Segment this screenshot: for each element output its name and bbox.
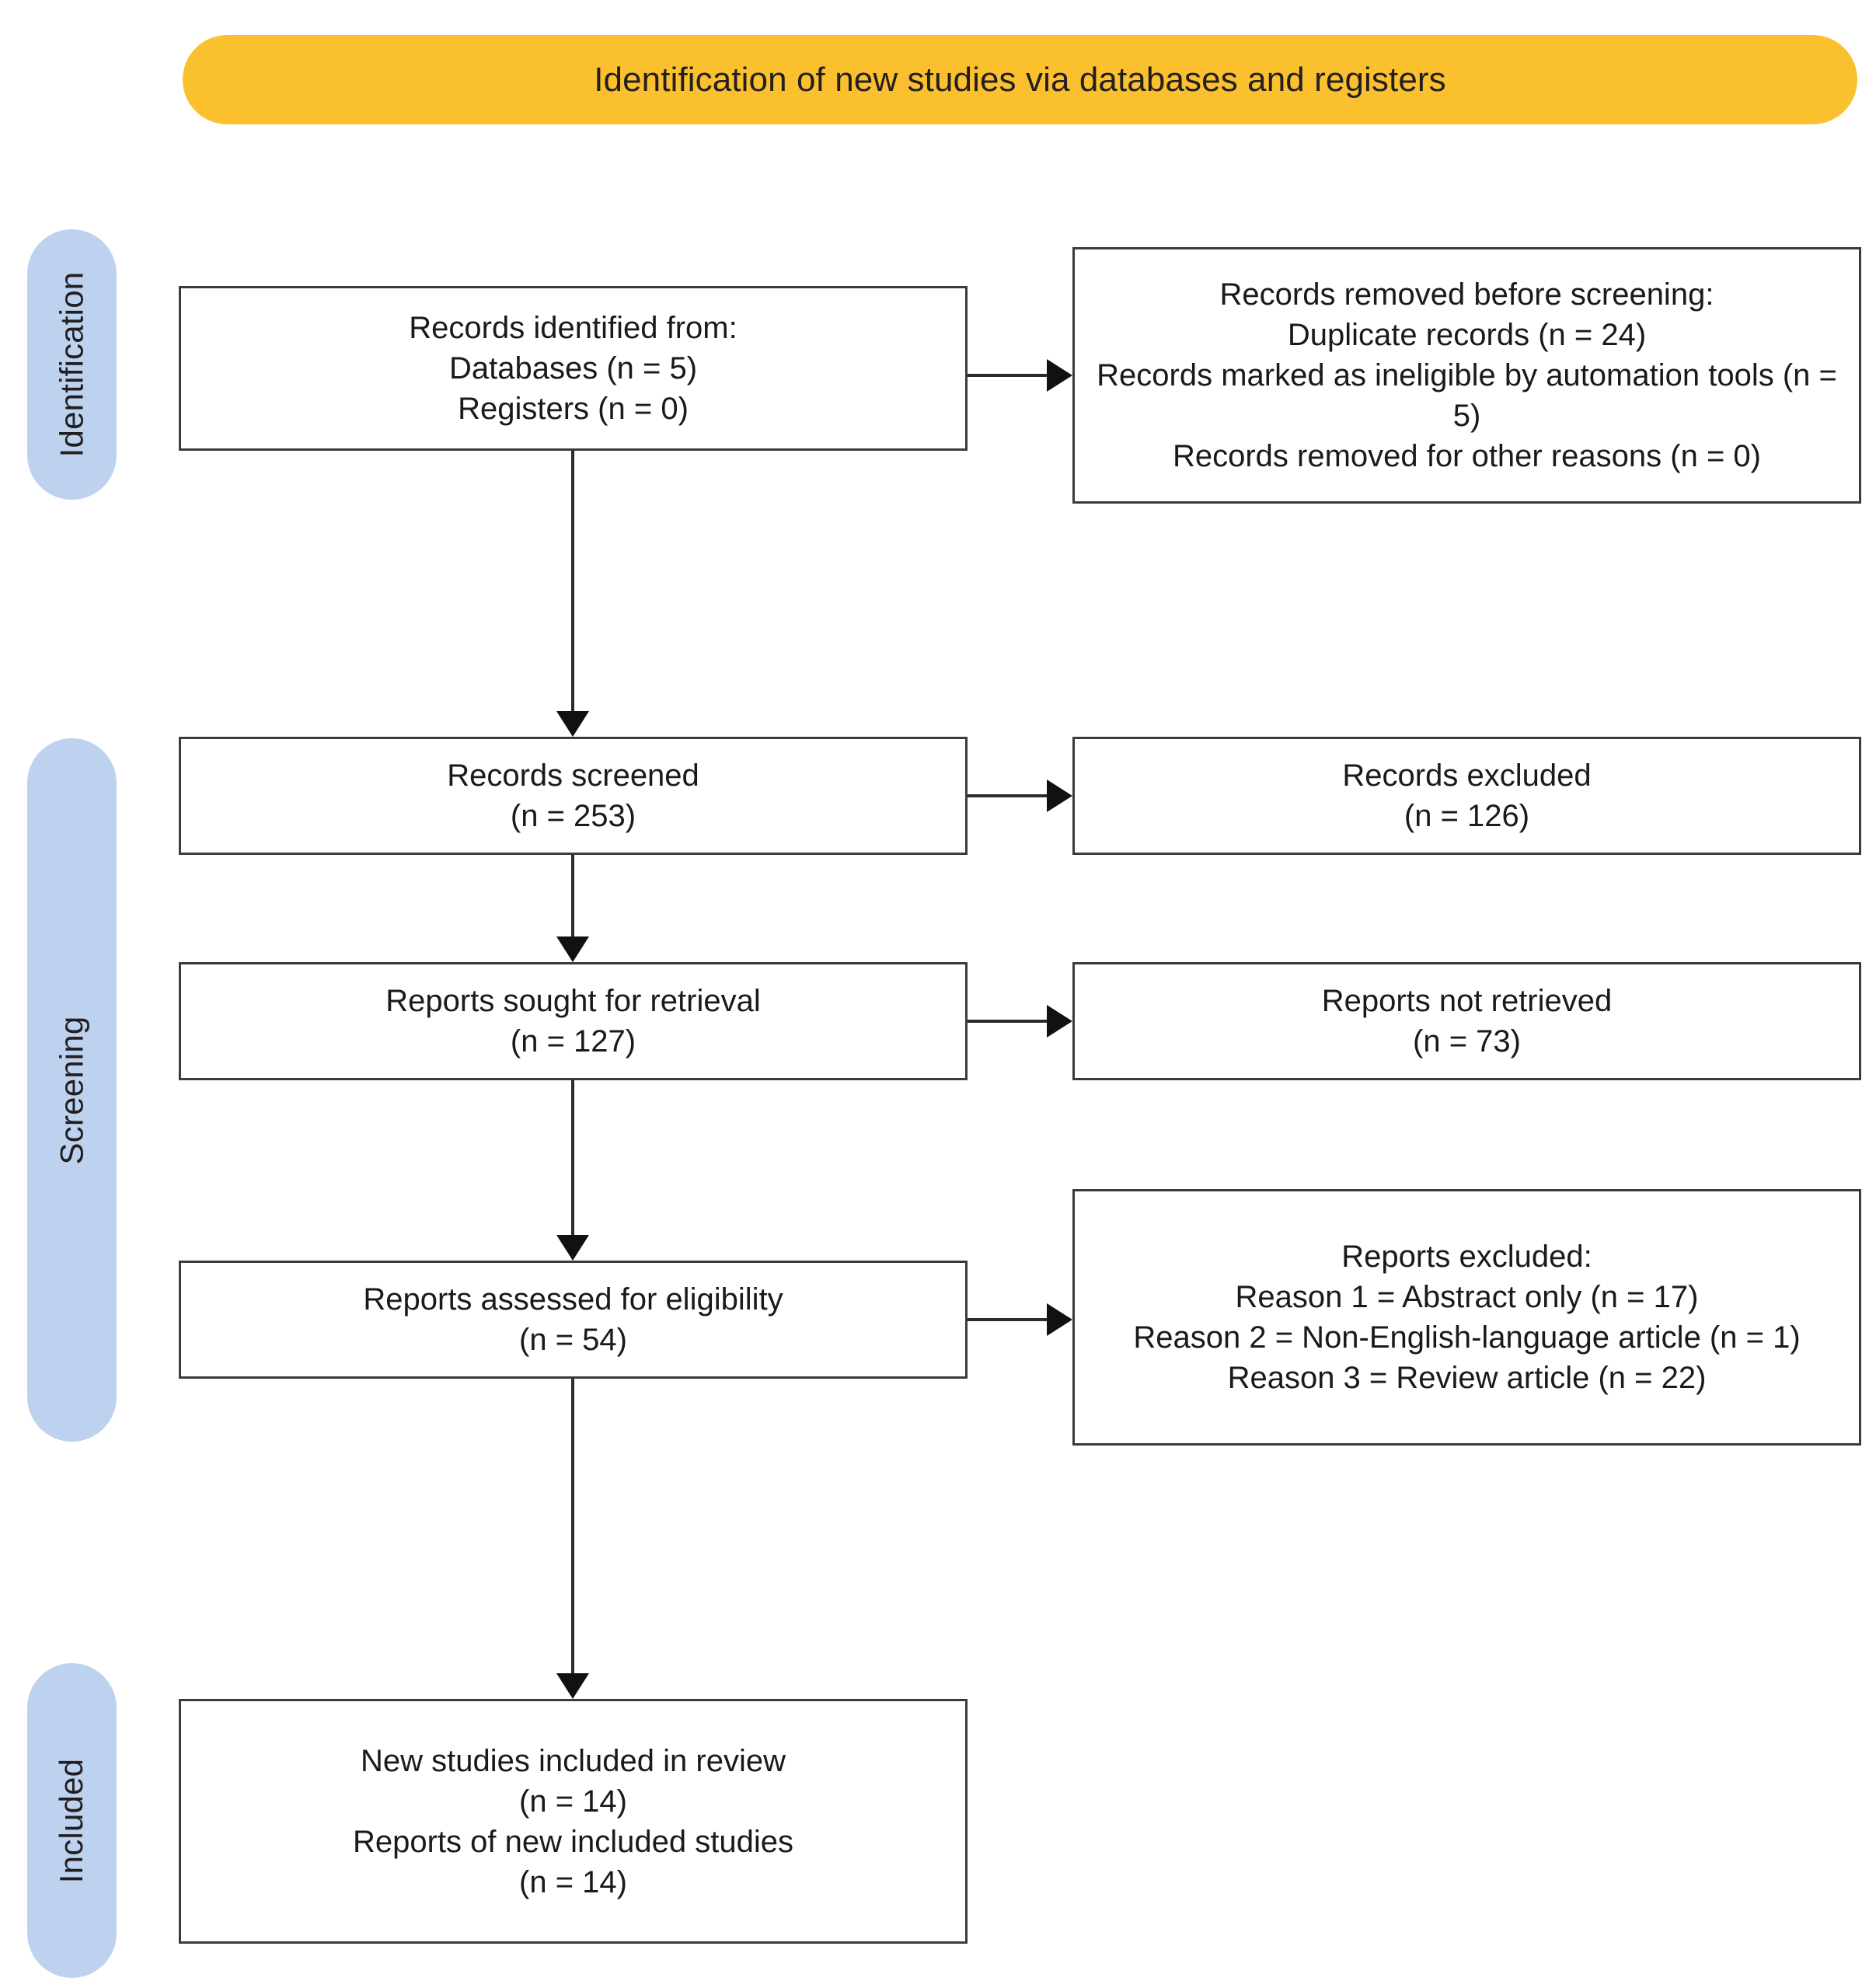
box-line: Databases (n = 5)	[448, 351, 698, 385]
box-line: (n = 73)	[1413, 1024, 1521, 1059]
box-line: Reason 1 = Abstract only (n = 17)	[1235, 1280, 1699, 1314]
stage-label-screening: Screening	[53, 1016, 90, 1164]
box-reports-not-retrieved: Reports not retrieved (n = 73)	[1072, 962, 1861, 1080]
stage-label-identification: Identification	[53, 271, 90, 458]
box-line: Registers (n = 0)	[458, 392, 689, 426]
arrowhead-sought-to-not-retrieved	[1047, 1005, 1072, 1038]
arrowhead-assessed-to-included	[556, 1673, 589, 1699]
connector-screened-to-excluded	[968, 794, 1047, 797]
connector-assessed-to-included	[571, 1379, 574, 1676]
connector-screened-to-sought	[571, 855, 574, 939]
connector-assessed-to-reports-excluded	[968, 1318, 1047, 1321]
box-line: Reports assessed for eligibility	[363, 1282, 783, 1317]
box-reports-excluded: Reports excluded: Reason 1 = Abstract on…	[1072, 1189, 1861, 1446]
arrowhead-identified-to-removed	[1047, 359, 1072, 392]
arrowhead-assessed-to-reports-excluded	[1047, 1303, 1072, 1336]
box-line: Reports not retrieved	[1321, 984, 1613, 1018]
arrowhead-identified-to-screened	[556, 711, 589, 737]
header-banner: Identification of new studies via databa…	[183, 35, 1857, 124]
box-line: Reason 2 = Non-English-language article …	[1133, 1320, 1801, 1355]
box-line: Duplicate records (n = 24)	[1287, 318, 1647, 352]
box-line: Reports of new included studies	[353, 1824, 793, 1859]
stage-bar-included: Included	[27, 1663, 117, 1978]
connector-identified-to-removed	[968, 374, 1047, 377]
connector-sought-to-assessed	[571, 1080, 574, 1237]
stage-bar-screening: Screening	[27, 738, 117, 1442]
box-records-removed-before-screening: Records removed before screening: Duplic…	[1072, 247, 1861, 504]
box-reports-assessed-for-eligibility: Reports assessed for eligibility (n = 54…	[179, 1261, 968, 1379]
box-records-excluded: Records excluded (n = 126)	[1072, 737, 1861, 855]
box-line: Reports sought for retrieval	[385, 984, 761, 1018]
connector-sought-to-not-retrieved	[968, 1020, 1047, 1023]
box-line: Reports excluded:	[1341, 1240, 1592, 1274]
box-new-studies-included: New studies included in review (n = 14) …	[179, 1699, 968, 1944]
box-line: New studies included in review	[361, 1743, 786, 1778]
box-line: (n = 54)	[519, 1323, 627, 1357]
box-line: Records marked as ineligible by automati…	[1097, 358, 1837, 433]
box-line: (n = 253)	[510, 799, 636, 833]
connector-identified-to-screened	[571, 451, 574, 713]
arrowhead-sought-to-assessed	[556, 1235, 589, 1261]
box-line: Records excluded	[1342, 759, 1592, 793]
box-records-screened: Records screened (n = 253)	[179, 737, 968, 855]
arrowhead-screened-to-excluded	[1047, 780, 1072, 812]
box-line: (n = 127)	[510, 1024, 636, 1059]
box-line: Records screened	[447, 759, 699, 793]
stage-bar-identification: Identification	[27, 229, 117, 500]
arrowhead-screened-to-sought	[556, 936, 589, 962]
box-records-identified: Records identified from: Databases (n = …	[179, 286, 968, 451]
box-line: (n = 126)	[1403, 799, 1530, 833]
box-line: Records removed for other reasons (n = 0…	[1172, 439, 1761, 473]
box-line: (n = 14)	[519, 1784, 627, 1819]
box-line: Reason 3 = Review article (n = 22)	[1227, 1361, 1707, 1395]
box-reports-sought-for-retrieval: Reports sought for retrieval (n = 127)	[179, 962, 968, 1080]
page-title: Identification of new studies via databa…	[594, 60, 1446, 99]
box-line: (n = 14)	[519, 1864, 627, 1899]
box-line: Records identified from:	[409, 311, 737, 345]
stage-label-included: Included	[53, 1758, 90, 1883]
box-line: Records removed before screening:	[1219, 277, 1714, 312]
